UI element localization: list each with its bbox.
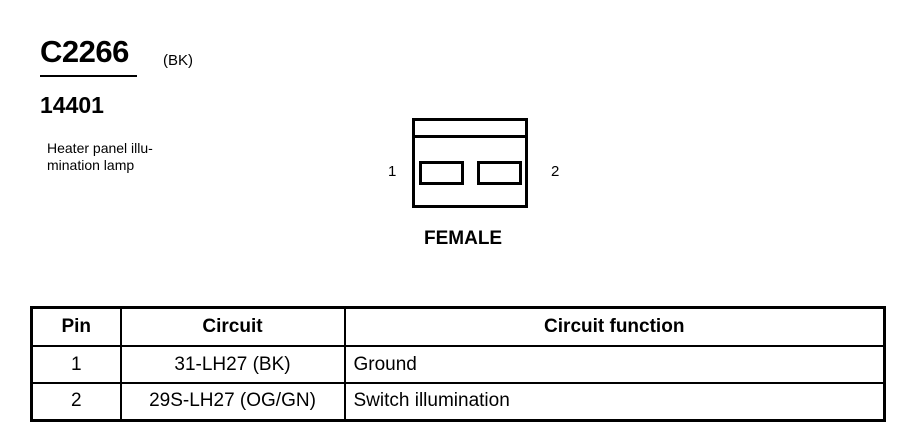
table-header-row: Pin Circuit Circuit function: [30, 306, 886, 347]
description-line: Heater panel illu-: [47, 140, 153, 156]
part-number: 14401: [40, 92, 104, 118]
pin-table: Pin Circuit Circuit function 1 31-LH27 (…: [30, 306, 886, 422]
component-description: Heater panel illu- mination lamp: [47, 140, 197, 174]
connector-id: C2266: [40, 34, 129, 69]
header-pin: Pin: [30, 306, 122, 347]
connector-gender: FEMALE: [424, 228, 503, 249]
pin-cavity-2: [477, 161, 522, 185]
pin-label-2: 2: [551, 163, 560, 180]
cell-circuit: 29S-LH27 (OG/GN): [119, 382, 346, 422]
table-row: 2 29S-LH27 (OG/GN) Switch illumination: [30, 382, 886, 422]
table-row: 1 31-LH27 (BK) Ground: [30, 345, 886, 384]
header-circuit-function: Circuit function: [343, 306, 886, 347]
cell-circuit-function: Ground: [343, 345, 886, 384]
cell-pin: 1: [30, 345, 122, 384]
connector-color: (BK): [163, 52, 193, 69]
connector-lip: [415, 135, 525, 138]
cell-circuit: 31-LH27 (BK): [119, 345, 346, 384]
pin-label-1: 1: [388, 163, 397, 180]
connector-face-diagram: [412, 118, 528, 208]
cell-pin: 2: [30, 382, 122, 422]
header-circuit: Circuit: [119, 306, 346, 347]
pin-cavity-1: [419, 161, 464, 185]
connector-id-underline: [40, 75, 137, 77]
cell-circuit-function: Switch illumination: [343, 382, 886, 422]
description-line: mination lamp: [47, 157, 135, 173]
